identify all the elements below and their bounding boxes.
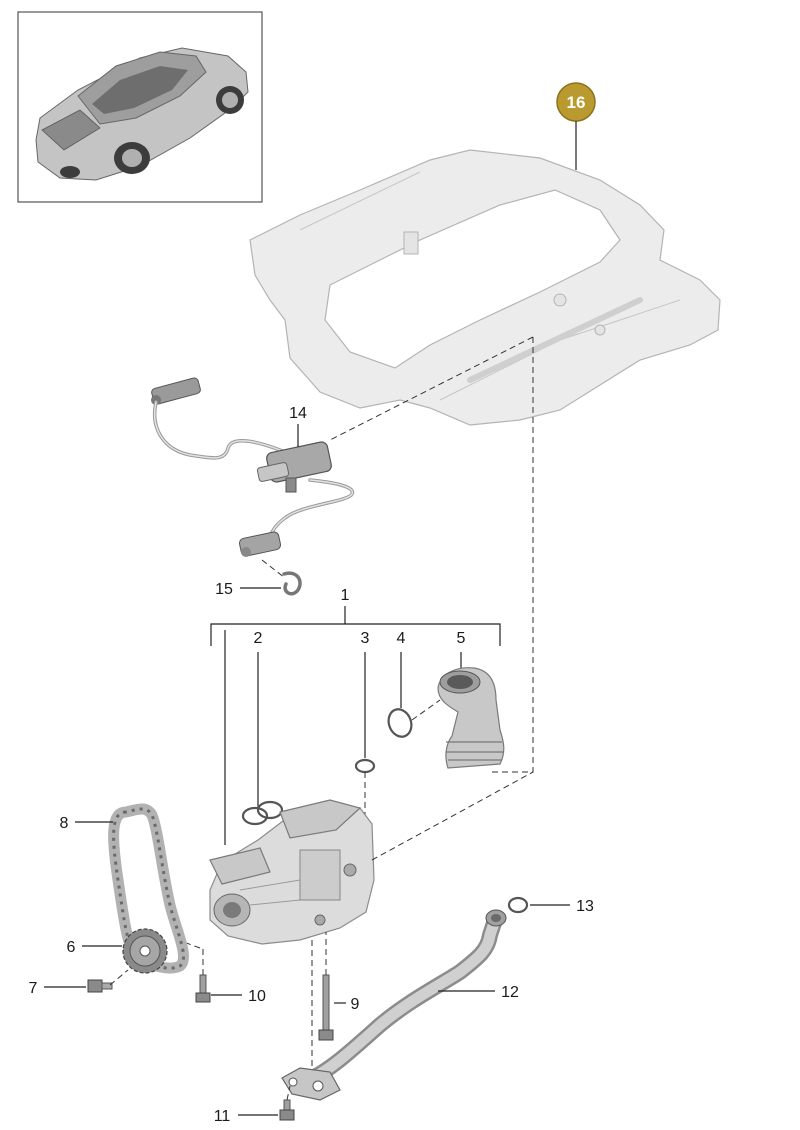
callout-5[interactable]: 5 [457, 630, 466, 647]
callout-10[interactable]: 10 [248, 988, 266, 1005]
badge-number: 16 [567, 93, 586, 112]
oil-sump-housing-icon[interactable] [249, 149, 721, 426]
callout-9[interactable]: 9 [351, 996, 360, 1013]
o-ring-3-icon[interactable] [354, 758, 376, 774]
callout-13[interactable]: 13 [576, 898, 594, 915]
intake-elbow-icon[interactable] [437, 667, 505, 769]
retaining-clip-icon[interactable] [282, 571, 302, 596]
bolt-7-icon[interactable] [87, 979, 113, 993]
o-ring-13-icon[interactable] [507, 896, 529, 914]
callout-2[interactable]: 2 [254, 630, 263, 647]
callout-6[interactable]: 6 [67, 939, 76, 956]
bolt-10-icon[interactable] [195, 974, 211, 1003]
seal-2-icon[interactable] [241, 800, 284, 826]
sprocket-icon[interactable] [122, 928, 168, 974]
callout-11[interactable]: 11 [214, 1108, 231, 1125]
callout-12[interactable]: 12 [501, 984, 519, 1001]
dash-sump-sensor [329, 336, 534, 441]
bolt-11-icon[interactable] [279, 1099, 295, 1121]
car-coupe-icon [35, 47, 249, 181]
callout-4[interactable]: 4 [397, 630, 406, 647]
vehicle-thumbnail[interactable] [17, 11, 263, 203]
o-ring-4-icon[interactable] [385, 706, 415, 740]
bracket-1 [210, 623, 501, 646]
assembly-badge[interactable]: 16 [556, 82, 596, 122]
drive-chain-icon[interactable] [108, 803, 189, 974]
callout-1[interactable]: 1 [341, 587, 350, 604]
bolt-9-icon[interactable] [318, 974, 334, 1041]
callout-8[interactable]: 8 [60, 815, 69, 832]
callout-15[interactable]: 15 [215, 581, 233, 598]
callout-7[interactable]: 7 [29, 980, 38, 997]
callout-14[interactable]: 14 [289, 405, 307, 422]
oil-level-sensor-icon[interactable] [151, 377, 354, 557]
oil-pump-icon[interactable] [209, 799, 375, 945]
callout-3[interactable]: 3 [361, 630, 370, 647]
oil-pipe-icon[interactable] [281, 909, 507, 1101]
